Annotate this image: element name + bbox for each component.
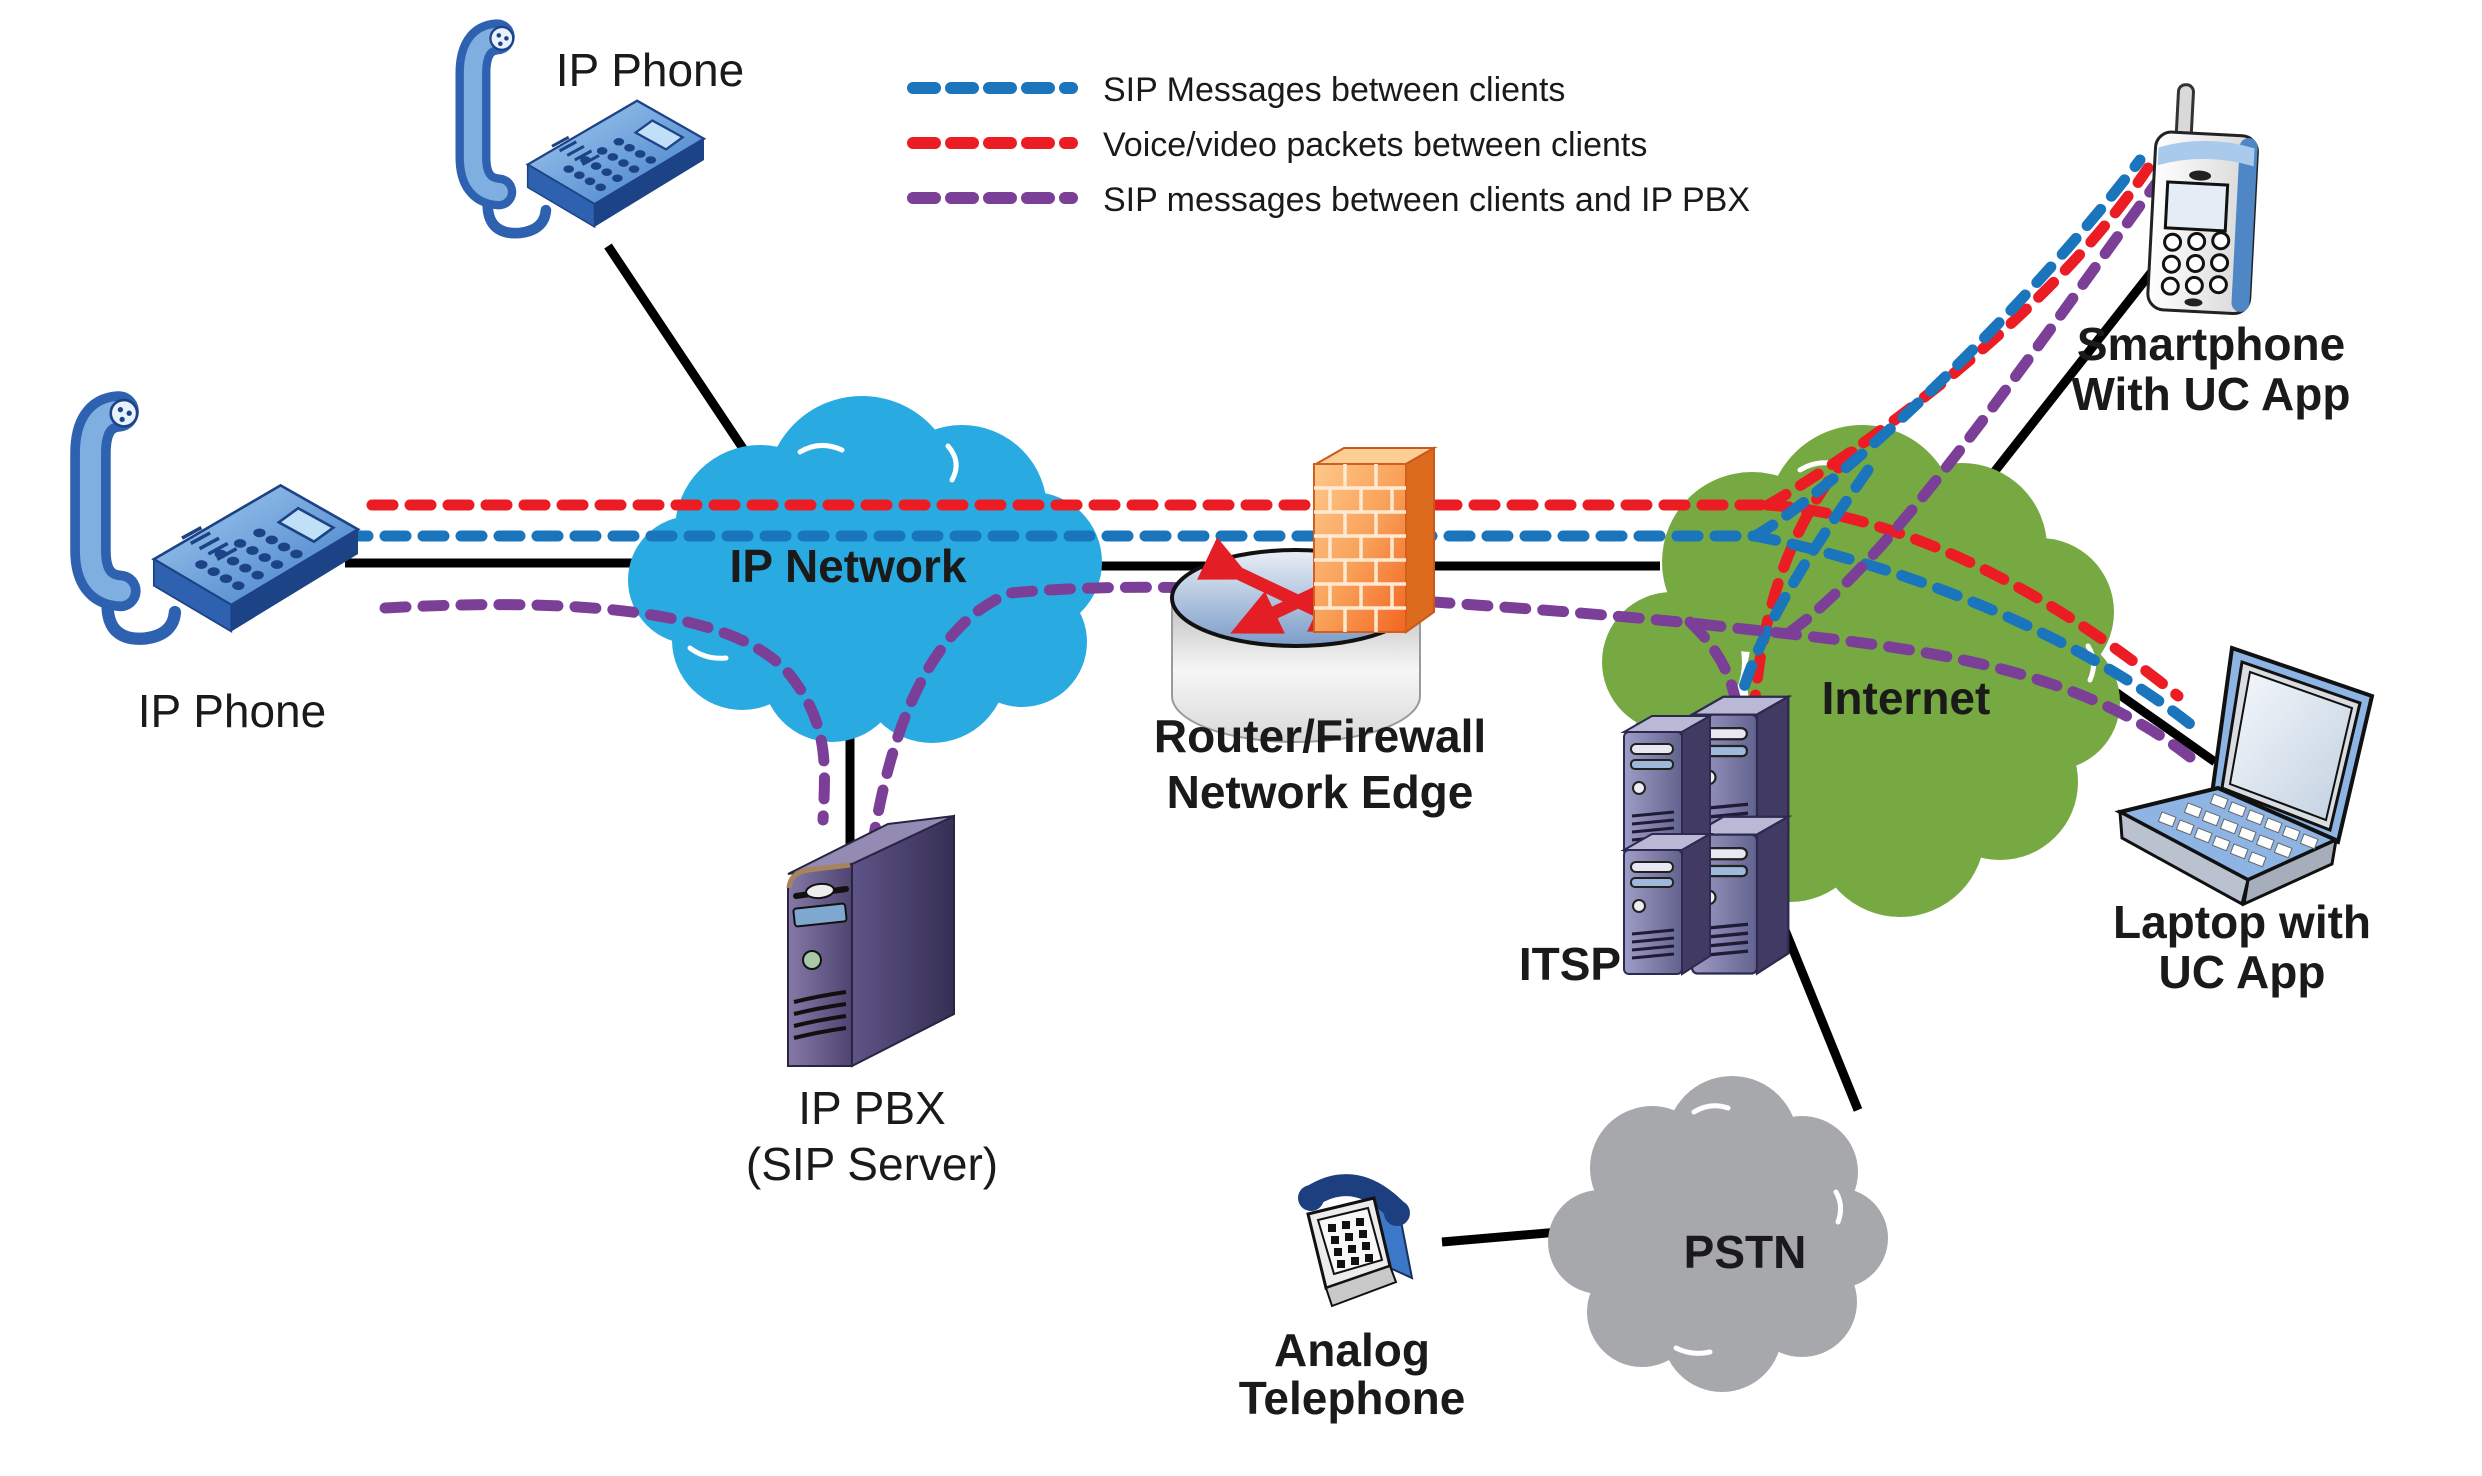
router-label-line2: Network Edge	[1167, 766, 1474, 818]
ip-phone-left-icon	[90, 400, 358, 639]
ip-pbx-server-icon	[786, 814, 955, 1068]
legend-label-sip-clients: SIP Messages between clients	[1103, 71, 1565, 109]
smartphone-label-line2: With UC App	[2072, 368, 2351, 420]
laptop-label-line2: UC App	[2159, 946, 2326, 998]
internet-label: Internet	[1822, 672, 1991, 724]
itsp-label: ITSP	[1519, 938, 1621, 990]
analog-label-line1: Analog	[1274, 1324, 1430, 1376]
smartphone-icon	[2146, 83, 2259, 316]
smartphone-label-line1: Smartphone	[2077, 318, 2345, 370]
ip-pbx-label-line2: (SIP Server)	[746, 1138, 998, 1190]
ip-network-label: IP Network	[730, 540, 967, 592]
analog-keypad	[1328, 1218, 1373, 1268]
firewall-icon	[1312, 446, 1438, 634]
legend-label-voice-video: Voice/video packets between clients	[1103, 126, 1647, 164]
ip-phone-top-label: IP Phone	[556, 44, 744, 96]
analog-telephone-icon	[1298, 1174, 1414, 1308]
flow-red-to-laptop	[1762, 499, 2184, 702]
flow-purple-phone-to-pbx	[379, 599, 830, 826]
analog-label-line2: Telephone	[1239, 1372, 1466, 1424]
laptop-keys	[2157, 793, 2319, 868]
laptop-icon	[2114, 645, 2375, 907]
legend-label-sip-pbx: SIP messages between clients and IP PBX	[1103, 181, 1750, 219]
itsp-servers-icon	[1622, 695, 1790, 976]
legend: SIP Messages between clients Voice/video…	[907, 71, 1750, 219]
flow-purple-to-smartphone	[1784, 172, 2166, 638]
flow-blue-to-smartphone	[1749, 154, 2146, 542]
laptop-label-line1: Laptop with	[2113, 896, 2371, 948]
firewall-bricks	[1314, 464, 1406, 632]
ip-pbx-label-line1: IP PBX	[798, 1082, 945, 1134]
pstn-label: PSTN	[1684, 1226, 1807, 1278]
flow-purple-to-laptop	[1694, 618, 2196, 763]
ip-network-cloud	[628, 396, 1102, 743]
ip-phone-left-label: IP Phone	[138, 685, 326, 737]
pstn-cloud	[1548, 1076, 1888, 1392]
router-label-line1: Router/Firewall	[1154, 710, 1486, 762]
flow-purple-to-itsp	[1684, 616, 1744, 728]
